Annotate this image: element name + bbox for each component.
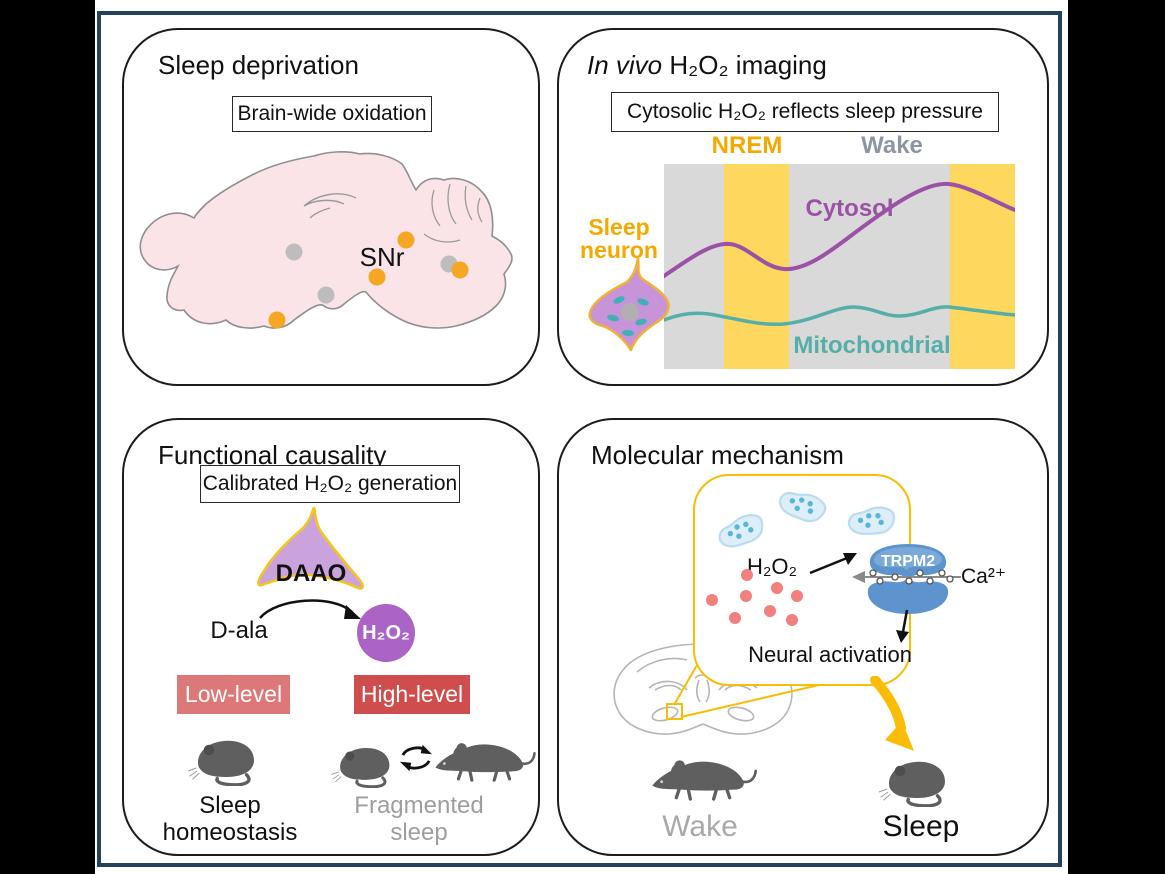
calibrated-h2o2-box: Calibrated H₂O₂ generation bbox=[200, 465, 460, 503]
ca-flux-arrow-icon bbox=[852, 569, 961, 585]
sleep-state-label: Sleep bbox=[882, 810, 960, 843]
sleeping-mouse-icon bbox=[330, 746, 391, 788]
trace-curves bbox=[664, 181, 1015, 327]
calcium-label: Ca²⁺ bbox=[961, 565, 1006, 588]
mitochondrial-trace bbox=[664, 305, 1015, 327]
oxidation-dot-orange bbox=[368, 268, 386, 286]
figure-board: Sleep deprivation Brain-wide oxidation bbox=[95, 0, 1068, 874]
wake-state-label: Wake bbox=[662, 810, 738, 843]
zoom-square-icon bbox=[666, 703, 683, 720]
mitochondrial-legend: Mitochondrial bbox=[793, 332, 951, 359]
cerebellum-folds bbox=[423, 183, 483, 243]
cytosolic-h2o2-box: Cytosolic H₂O₂ reflects sleep pressure bbox=[611, 92, 999, 132]
oxidation-dot-orange bbox=[451, 261, 469, 279]
sleeping-mouse-icon bbox=[877, 760, 947, 807]
sleep-homeostasis-label: Sleep homeostasis bbox=[162, 792, 298, 846]
cytosol-trace bbox=[664, 181, 1015, 278]
panel-molecular-mechanism: Molecular mechanism bbox=[557, 418, 1049, 856]
nrem-label: NREM bbox=[711, 132, 783, 159]
oxidation-dot-gray bbox=[285, 243, 303, 261]
h2o2-molecule-dot bbox=[706, 594, 718, 606]
low-level-badge: Low-level bbox=[177, 675, 290, 714]
h2o2-molecule-dot bbox=[771, 582, 783, 594]
sleep-neuron-icon bbox=[588, 256, 670, 352]
h2o2-label: H₂O₂ bbox=[746, 554, 798, 579]
h2o2-molecule-dot bbox=[741, 569, 753, 581]
h2o2-molecule-dot bbox=[764, 605, 776, 617]
reaction-arrow-icon bbox=[259, 599, 361, 619]
h2o2-trace-chart: Cytosol Mitochondrial bbox=[664, 164, 1015, 369]
h2o2-molecule-dot bbox=[740, 590, 752, 602]
oxidation-dots bbox=[268, 231, 469, 329]
sagittal-brain-icon: SNr bbox=[139, 151, 513, 329]
h2o2-product-badge: H₂O₂ bbox=[357, 604, 415, 662]
d-ala-label: D-ala bbox=[210, 617, 268, 644]
h2o2-molecule-dot bbox=[786, 614, 798, 626]
nrem-band bbox=[950, 164, 1015, 369]
panel-title: In vivo H₂O₂ imaging bbox=[587, 50, 827, 81]
daao-neuron-icon bbox=[257, 507, 364, 590]
sleep-neuron-label: Sleep neuron bbox=[580, 214, 658, 263]
h2o2-molecule-dot bbox=[791, 590, 803, 602]
h2o2-molecule-dot bbox=[729, 612, 741, 624]
cytosol-legend: Cytosol bbox=[805, 195, 894, 222]
panel-functional-causality: Functional causality Calibrated H₂O₂ gen… bbox=[122, 418, 540, 856]
cycle-arrows-icon bbox=[400, 744, 432, 772]
snr-label: SNr bbox=[360, 242, 405, 272]
oxidation-dot-orange bbox=[268, 311, 286, 329]
to-sleep-arrow-icon bbox=[870, 676, 914, 751]
title-rest-part: H₂O₂ imaging bbox=[669, 50, 827, 80]
mitochondria-dots bbox=[607, 296, 649, 337]
walking-mouse-icon bbox=[650, 758, 758, 801]
oxidation-dot-gray bbox=[317, 286, 335, 304]
panel-title: Molecular mechanism bbox=[591, 440, 844, 470]
oxidation-dot-orange bbox=[397, 231, 415, 249]
sleeping-mouse-icon bbox=[186, 739, 256, 786]
activation-arrow-icon bbox=[896, 609, 909, 643]
walking-mouse-icon bbox=[433, 741, 537, 782]
panel-sleep-deprivation: Sleep deprivation Brain-wide oxidation bbox=[122, 28, 540, 386]
neural-activation-label: Neural activation bbox=[748, 642, 912, 667]
hippocampus-outline bbox=[303, 193, 357, 219]
high-level-badge: High-level bbox=[354, 675, 470, 714]
daao-label: DAAO bbox=[275, 560, 347, 587]
panel-title: Sleep deprivation bbox=[158, 50, 359, 80]
trpm2-label: TRPM2 bbox=[881, 553, 935, 570]
trpm2-channel-icon: TRPM2 bbox=[867, 544, 949, 614]
fragmented-sleep-label: Fragmented sleep bbox=[354, 792, 484, 846]
wake-label: Wake bbox=[861, 132, 923, 159]
brain-wide-oxidation-box: Brain-wide oxidation bbox=[232, 96, 432, 132]
h2o2-to-channel-arrow-icon bbox=[809, 553, 857, 575]
title-italic-part: In vivo bbox=[587, 50, 663, 80]
panel-in-vivo-imaging: In vivo H₂O₂ imaging Cytosolic H₂O₂ refl… bbox=[557, 28, 1049, 386]
